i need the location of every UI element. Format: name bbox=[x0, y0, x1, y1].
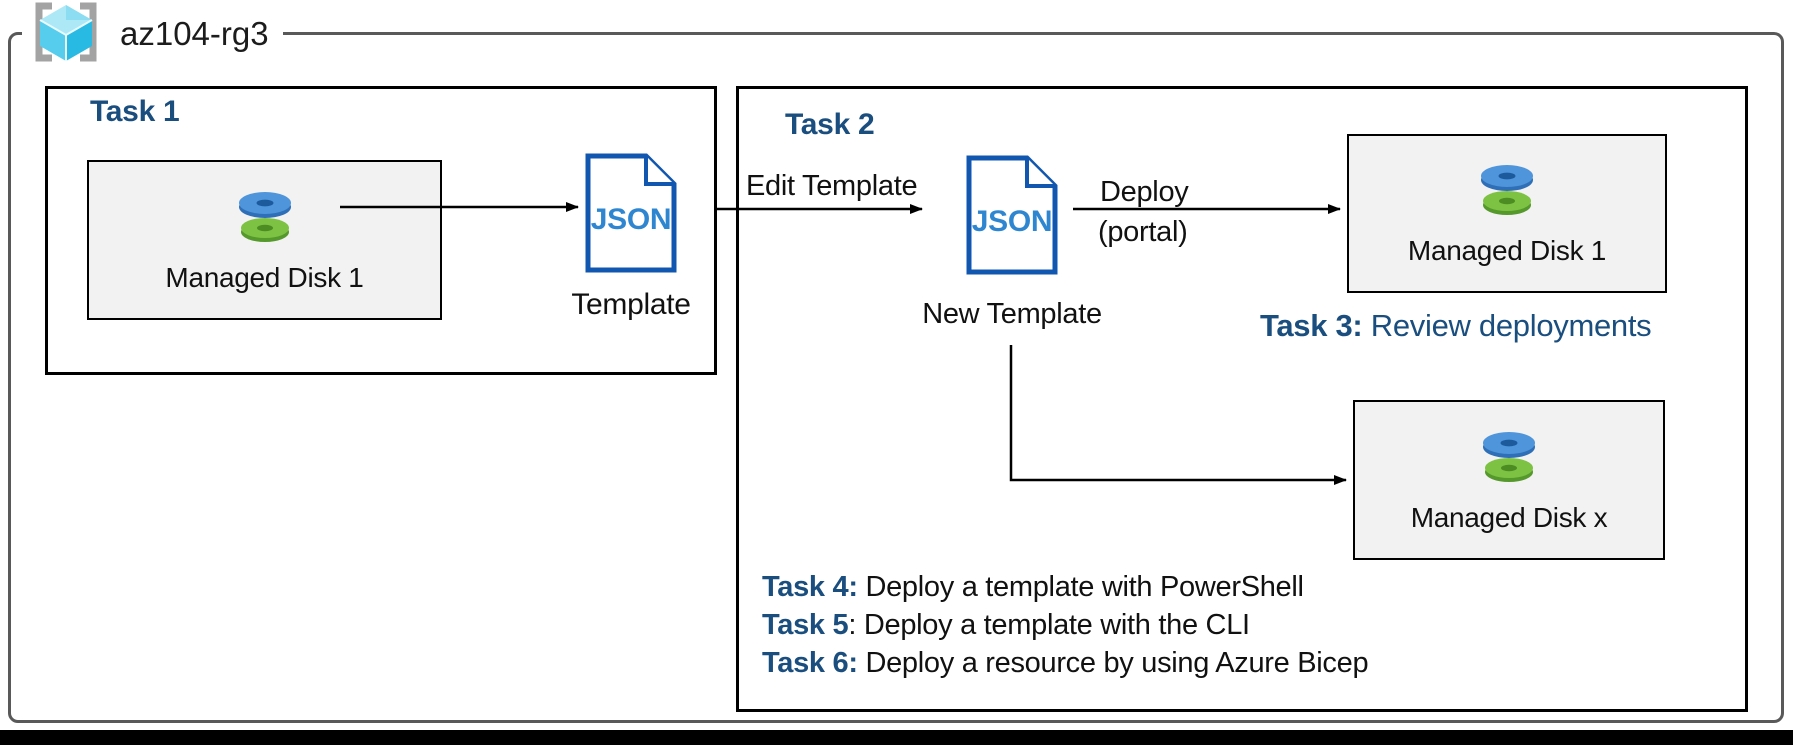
azure-resource-group-icon bbox=[28, 0, 104, 69]
deploy-label: Deploy bbox=[1100, 176, 1189, 208]
task4-text: Deploy a template with PowerShell bbox=[857, 571, 1304, 603]
managed-disk-1-box-task1: Managed Disk 1 bbox=[87, 160, 442, 320]
managed-disk-1-box-task2: Managed Disk 1 bbox=[1347, 134, 1667, 293]
managed-disk-icon bbox=[237, 187, 293, 252]
managed-disk-icon bbox=[1479, 160, 1535, 225]
deploy-portal-label: (portal) bbox=[1098, 216, 1188, 248]
edit-template-label: Edit Template bbox=[746, 170, 918, 202]
task5-item: Task 5: Deploy a template with the CLI bbox=[762, 606, 1368, 644]
template-caption: Template bbox=[571, 288, 691, 321]
task5-text: : Deploy a template with the CLI bbox=[848, 609, 1250, 641]
resource-group-header: az104-rg3 bbox=[22, 0, 283, 68]
task6-item: Task 6: Deploy a resource by using Azure… bbox=[762, 644, 1369, 682]
managed-disk-icon bbox=[1481, 427, 1537, 492]
task3-text: Review deployments bbox=[1362, 308, 1652, 343]
task6-label: Task 6: bbox=[762, 647, 858, 679]
managed-disk-x-box: Managed Disk x bbox=[1353, 400, 1665, 560]
task4-label: Task 4: bbox=[762, 571, 858, 603]
task2-title: Task 2 bbox=[785, 108, 875, 141]
managed-disk-x-label: Managed Disk x bbox=[1410, 501, 1608, 533]
task4-item: Task 4: Deploy a template with PowerShel… bbox=[762, 568, 1368, 606]
task5-label: Task 5 bbox=[762, 609, 849, 641]
task6-text: Deploy a resource by using Azure Bicep bbox=[857, 647, 1369, 679]
bottom-black-bar bbox=[0, 730, 1793, 745]
task3-label: Task 3: bbox=[1260, 308, 1363, 343]
svg-text:JSON: JSON bbox=[972, 205, 1053, 238]
new-template-caption: New Template bbox=[922, 298, 1102, 330]
task-list: Task 4: Deploy a template with PowerShel… bbox=[762, 568, 1369, 682]
json-new-template-icon: JSON bbox=[966, 155, 1058, 280]
managed-disk-1-task2-label: Managed Disk 1 bbox=[1407, 235, 1607, 266]
managed-disk-1-label: Managed Disk 1 bbox=[165, 261, 364, 293]
task1-title: Task 1 bbox=[90, 95, 180, 128]
resource-group-border bbox=[8, 32, 1784, 723]
task3-caption: Task 3: Review deployments bbox=[1260, 308, 1652, 344]
resource-group-name: az104-rg3 bbox=[120, 15, 269, 52]
svg-text:JSON: JSON bbox=[591, 203, 672, 236]
json-template-icon: JSON bbox=[585, 153, 677, 278]
